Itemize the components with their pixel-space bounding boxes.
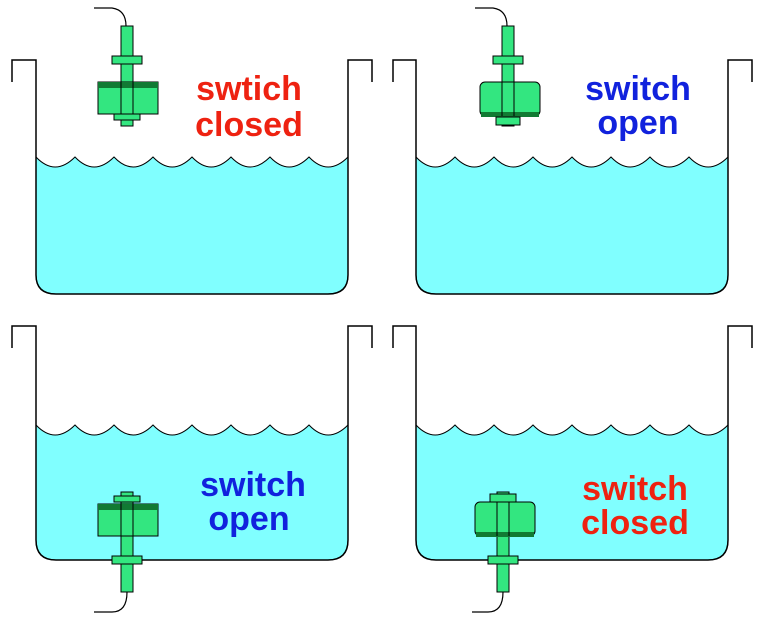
state-label-line2: closed [195, 106, 303, 144]
wire [94, 591, 128, 613]
bottom-nut [111, 555, 143, 565]
panel-top-right: switch open [392, 7, 753, 295]
float-band [481, 112, 539, 117]
tank [11, 59, 373, 295]
float-switch [94, 491, 159, 613]
state-label-line1: switch [200, 466, 306, 504]
wire [94, 7, 127, 27]
float-switch [475, 7, 541, 127]
top-nut [492, 55, 524, 65]
panel-bottom-left: switch open [11, 325, 373, 613]
state-label-line2: open [597, 104, 678, 142]
panel-bottom-right: switch closed [392, 325, 753, 613]
float-band [98, 504, 158, 510]
tank [392, 325, 753, 561]
bottom-nut [113, 113, 141, 121]
state-label-line2: closed [581, 504, 689, 542]
top-nut [111, 55, 143, 65]
panel-top-left: swtich closed [11, 7, 373, 295]
float-band [476, 532, 534, 537]
top-nut [113, 495, 141, 503]
top-nut [489, 493, 517, 503]
bottom-nut [487, 555, 519, 565]
float-switch [472, 491, 536, 613]
state-label-line1: switch [582, 470, 688, 508]
state-label-line2: open [208, 500, 289, 538]
water [35, 155, 349, 295]
water [415, 155, 729, 295]
tank [392, 59, 753, 295]
wire [475, 7, 508, 27]
float [474, 501, 536, 537]
wire [472, 591, 504, 613]
bottom-nut [495, 116, 521, 126]
float-band [98, 82, 158, 88]
state-label-line1: swtich [196, 70, 302, 108]
float [479, 81, 541, 117]
tank [11, 325, 373, 561]
state-label-line1: switch [585, 70, 691, 108]
float-switch [94, 7, 159, 127]
